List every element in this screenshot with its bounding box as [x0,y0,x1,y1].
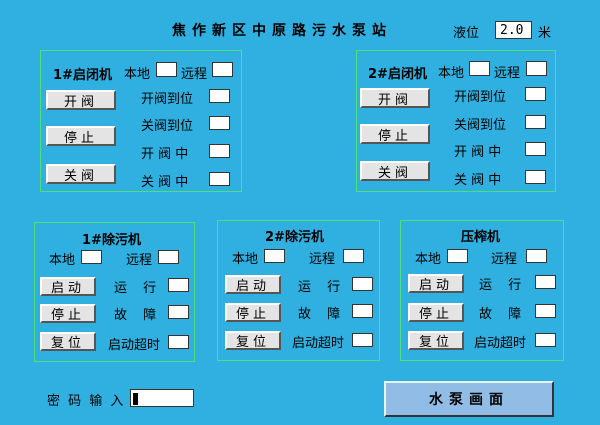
press-reset-button[interactable]: 复位 [408,331,464,350]
dec2-reset-button[interactable]: 复位 [225,331,281,350]
press-running-indicator [535,275,556,289]
press-local-indicator [447,249,468,263]
gate1-remote-label: 远程 [181,67,208,82]
dec1-timeout-label: 启动超时 [108,338,161,353]
password-label: 密 码 输 入 [47,394,126,409]
dec2-local-indicator [264,249,285,263]
gate2-remote-indicator [526,61,547,76]
dec1-timeout-indicator [168,335,189,349]
gate2-open-button[interactable]: 开阀 [360,88,430,108]
dec2-title: 2#除污机 [265,230,324,245]
gate2-opening-label: 开 阀 中 [454,145,502,160]
dec2-fault-indicator [352,304,373,318]
dec1-title: 1#除污机 [82,233,141,248]
press-title: 压榨机 [461,230,501,245]
dec2-stop-button[interactable]: 停止 [225,303,281,322]
dec1-local-indicator [81,250,102,264]
gate2-local-label: 本地 [438,66,465,81]
dec2-running-label: 运 行 [298,280,341,295]
dec2-panel [217,220,380,361]
level-readout: 2.0 [495,21,532,39]
dec1-remote-label: 远程 [126,253,153,268]
gate1-open-done-label: 开阀到位 [141,92,194,107]
dec2-timeout-label: 启动超时 [292,336,345,351]
dec1-fault-indicator [168,305,189,319]
gate1-open-done-indicator [209,89,230,103]
dec2-timeout-indicator [352,333,373,347]
gate1-local-indicator [156,62,177,77]
dec1-fault-label: 故 障 [114,308,157,323]
dec1-running-label: 运 行 [114,281,157,296]
dec1-start-button[interactable]: 启动 [40,277,96,296]
dec1-stop-button[interactable]: 停止 [40,304,96,323]
dec1-running-indicator [168,278,189,292]
dec2-running-indicator [352,277,373,291]
gate2-stop-button[interactable]: 停止 [360,124,430,144]
gate1-local-label: 本地 [124,67,151,82]
dec2-start-button[interactable]: 启动 [225,275,281,294]
press-fault-label: 故 障 [479,307,522,322]
gate2-close-done-indicator [525,115,546,129]
press-remote-indicator [526,249,547,263]
press-start-button[interactable]: 启动 [408,274,464,293]
gate2-close-done-label: 关阀到位 [454,118,507,133]
gate1-close-done-label: 关阀到位 [141,119,194,134]
gate2-closing-label: 关 阀 中 [454,173,502,188]
gate2-panel [356,50,556,192]
gate1-open-button[interactable]: 开阀 [46,90,116,110]
press-timeout-indicator [535,333,556,347]
dec1-remote-indicator [158,250,179,264]
dec1-reset-button[interactable]: 复位 [40,332,96,351]
pump-screen-button[interactable]: 水泵画面 [384,381,554,417]
gate1-title: 1#启闭机 [53,68,112,83]
gate1-close-button[interactable]: 关阀 [46,164,116,184]
text-cursor-icon [133,393,138,405]
gate1-closing-label: 关 阀 中 [141,175,189,190]
gate1-stop-button[interactable]: 停止 [46,126,116,146]
gate1-panel [40,50,242,192]
level-label: 液位 [453,26,480,41]
press-panel [400,220,564,361]
press-fault-indicator [535,304,556,318]
password-input[interactable] [130,389,194,407]
gate1-closing-indicator [209,172,230,186]
press-local-label: 本地 [415,252,442,267]
gate1-close-done-indicator [209,116,230,130]
gate2-local-indicator [469,61,490,76]
gate2-opening-indicator [525,142,546,156]
dec2-local-label: 本地 [232,252,259,267]
gate1-opening-indicator [209,144,230,158]
press-running-label: 运 行 [479,278,522,293]
dec2-remote-label: 远程 [309,252,336,267]
dec2-fault-label: 故 障 [298,307,341,322]
press-stop-button[interactable]: 停止 [408,303,464,322]
dec2-remote-indicator [343,249,364,263]
dec1-panel [34,222,195,362]
dec1-local-label: 本地 [49,253,76,268]
press-timeout-label: 启动超时 [474,336,527,351]
press-remote-label: 远程 [491,252,518,267]
page-title: 焦作新区中原路污水泵站 [172,23,392,39]
gate1-opening-label: 开 阀 中 [141,147,189,162]
gate2-closing-indicator [525,170,546,184]
gate2-open-done-indicator [525,87,546,101]
gate2-close-button[interactable]: 关阀 [360,161,430,181]
gate2-title: 2#启闭机 [368,67,427,82]
gate2-remote-label: 远程 [494,66,521,81]
gate2-open-done-label: 开阀到位 [454,90,507,105]
gate1-remote-indicator [212,62,233,77]
level-unit: 米 [538,26,552,41]
